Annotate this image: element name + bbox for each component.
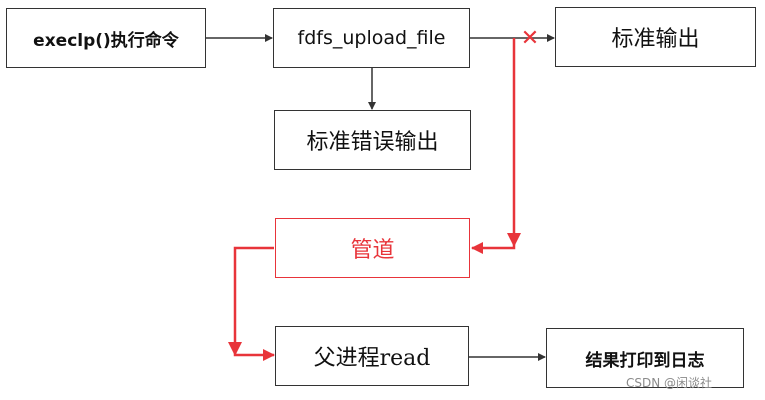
- node-stderr: 标准错误输出: [274, 110, 471, 170]
- blocked-x-icon: ✕: [521, 26, 539, 51]
- redirect-down-arrowhead: [507, 233, 521, 247]
- node-pipe: 管道: [275, 218, 470, 278]
- edge-redirect-to-pipe: [471, 38, 516, 254]
- node-pipe-label: 管道: [350, 238, 395, 263]
- node-fdfs-label: fdfs_upload_file: [297, 27, 446, 49]
- node-log: 结果打印到日志: [546, 328, 744, 388]
- node-stdout: 标准输出: [555, 7, 756, 67]
- node-parent-read: 父进程read: [275, 326, 469, 386]
- watermark: CSDN @闲谈社: [626, 376, 713, 390]
- edge-pipe-to-parent-read: [233, 246, 275, 361]
- node-parent-read-label: 父进程read: [313, 346, 431, 371]
- node-fdfs-upload-file: fdfs_upload_file: [273, 8, 470, 68]
- node-exec-label: execlp()执行命令: [33, 30, 179, 51]
- node-log-label: 结果打印到日志: [585, 350, 705, 371]
- node-stderr-label: 标准错误输出: [306, 130, 439, 155]
- pipe-down-arrowhead: [228, 342, 242, 356]
- node-exec: execlp()执行命令: [6, 8, 206, 68]
- node-stdout-label: 标准输出: [611, 27, 700, 52]
